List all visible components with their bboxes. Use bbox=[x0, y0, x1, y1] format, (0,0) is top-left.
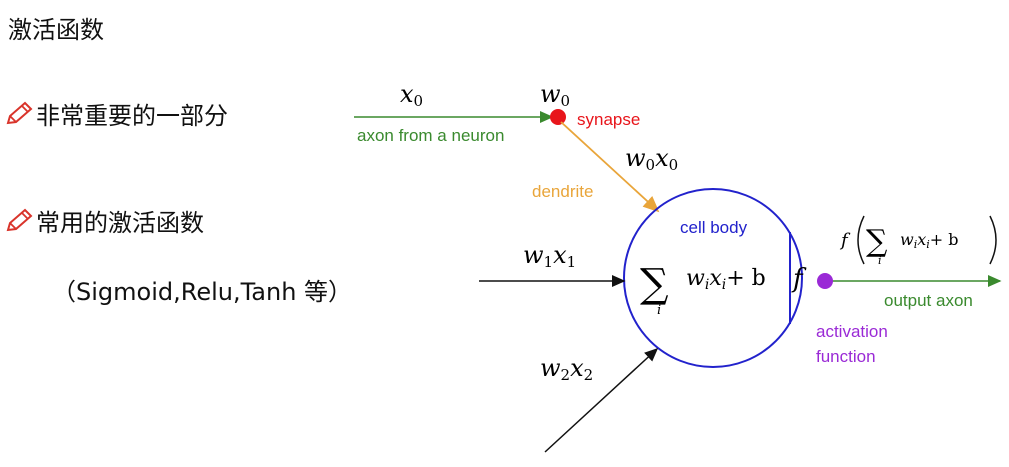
synapse-label: synapse bbox=[577, 110, 640, 129]
function-label: function bbox=[816, 347, 876, 366]
out-sum-term: wixi+ b bbox=[900, 230, 959, 251]
input-w2x2-line bbox=[544, 347, 659, 453]
out-f: f bbox=[839, 230, 851, 251]
sum-index: i bbox=[657, 303, 661, 318]
dendrite-line bbox=[560, 121, 660, 213]
w0-label: w0 bbox=[540, 80, 570, 110]
left-paren bbox=[857, 215, 865, 265]
out-sum-symbol: ∑ bbox=[866, 224, 888, 259]
slide-title: 激活函数 bbox=[8, 16, 104, 44]
w1x1-label: w1x1 bbox=[523, 241, 576, 271]
bullet-item-1: 非常重要的一部分 bbox=[4, 96, 228, 131]
activation-dot bbox=[817, 273, 833, 289]
x0-label: x0 bbox=[400, 80, 423, 110]
bullet-item-2: 常用的激活函数 bbox=[4, 203, 204, 238]
out-sum-index: i bbox=[878, 254, 882, 267]
pencil-icon bbox=[6, 208, 33, 231]
pencil-icon bbox=[6, 101, 33, 124]
activation-examples: （Sigmoid,Relu,Tanh 等） bbox=[52, 278, 353, 306]
right-paren bbox=[989, 215, 997, 265]
sum-term: wixi+ b bbox=[686, 266, 766, 293]
cell-body-label: cell body bbox=[680, 218, 748, 237]
bullet-label-1: 非常重要的一部分 bbox=[36, 102, 228, 130]
w2x2-label: w2x2 bbox=[540, 354, 593, 384]
bullet-label-2: 常用的激活函数 bbox=[36, 209, 204, 237]
f-in-cell: f bbox=[791, 264, 807, 294]
w0x0-label: w0x0 bbox=[625, 144, 678, 174]
output-formula: f ∑ i wixi+ b bbox=[839, 215, 997, 267]
synapse-dot bbox=[550, 109, 566, 125]
activation-label: activation bbox=[816, 322, 888, 341]
output-axon-label: output axon bbox=[884, 291, 973, 310]
axon-from-neuron-label: axon from a neuron bbox=[357, 126, 504, 145]
sum-symbol: ∑ bbox=[640, 261, 669, 307]
dendrite-label: dendrite bbox=[532, 182, 593, 201]
